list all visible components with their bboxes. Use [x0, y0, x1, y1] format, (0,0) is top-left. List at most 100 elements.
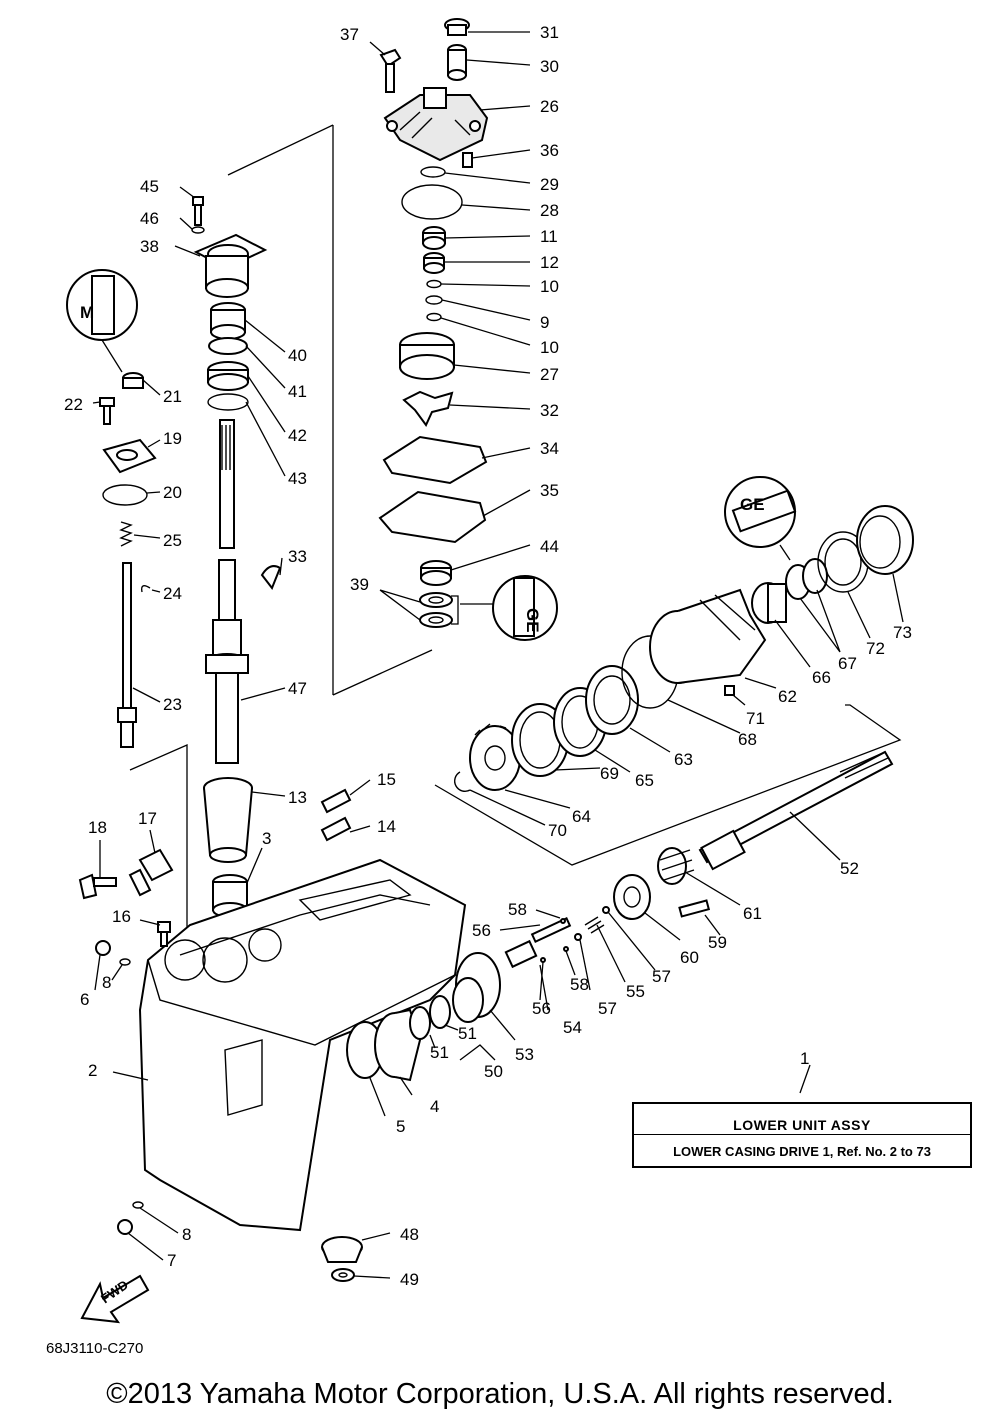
callout-65: 65	[635, 771, 654, 790]
callout-50: 50	[484, 1062, 503, 1081]
part-31-grommet	[444, 18, 470, 36]
callout-45: 45	[140, 177, 159, 196]
callout-27: 27	[540, 365, 559, 384]
assembly-info-box: LOWER UNIT ASSY LOWER CASING DRIVE 1, Re…	[632, 1102, 972, 1168]
part-47-drive-shaft	[205, 419, 249, 764]
part-8-washer	[119, 958, 131, 966]
centerline-shift	[129, 744, 188, 980]
centerline-pump	[332, 125, 433, 696]
callout-19: 19	[163, 429, 182, 448]
part-71-pin	[724, 685, 735, 696]
callout-18: 18	[88, 818, 107, 837]
callout-59: 59	[708, 933, 727, 952]
part-48-pinion	[321, 1236, 363, 1263]
oil-seal-icon-b: GE	[724, 476, 797, 561]
assembly-divider	[634, 1134, 970, 1135]
callout-37: 37	[340, 25, 359, 44]
part-55-spring	[584, 916, 605, 934]
callout-48: 48	[400, 1225, 419, 1244]
part-30-collar	[447, 44, 467, 81]
callout-34: 34	[540, 439, 559, 458]
part-60-dog-clutch	[613, 874, 651, 920]
part-37-bolt	[379, 48, 402, 93]
part-44-collar	[420, 560, 452, 586]
callout-60: 60	[680, 948, 699, 967]
callout-24: 24	[163, 584, 182, 603]
part-39-oil-seal-pair	[419, 592, 453, 628]
callout-47: 47	[288, 679, 307, 698]
callout-6: 6	[80, 990, 89, 1009]
drawing-code: 68J3110-C270	[46, 1340, 144, 1357]
callout-70: 70	[548, 821, 567, 840]
part-22-bolt	[99, 397, 115, 425]
callout-58b: 58	[570, 975, 589, 994]
leader-lines	[92, 31, 904, 1279]
oil-seal-icon: GE	[460, 575, 558, 641]
part-19-shift-rod-boot	[102, 438, 157, 474]
callout-73: 73	[893, 623, 912, 642]
callout-64: 64	[572, 807, 591, 826]
part-38-oil-seal-housing	[193, 233, 268, 298]
part-25-spring	[119, 521, 133, 547]
callout-9: 9	[540, 313, 549, 332]
assembly-description: LOWER CASING DRIVE 1, Ref. No. 2 to 73	[673, 1144, 931, 1159]
grease-icon: M	[66, 269, 138, 373]
callout-40: 40	[288, 346, 307, 365]
part-73-ring-nut	[856, 505, 914, 575]
callout-10b: 10	[540, 338, 559, 357]
part-27-insert-cartridge	[399, 332, 455, 380]
part-10-washer-b	[426, 312, 442, 322]
callout-72: 72	[866, 639, 885, 658]
part-58-ball-b	[563, 946, 569, 952]
callout-63: 63	[674, 750, 693, 769]
part-26-pump-housing	[383, 87, 489, 162]
part-49-nut	[331, 1268, 355, 1282]
part-57-ball-b	[602, 906, 610, 914]
callout-8b: 8	[182, 1225, 191, 1244]
callout-17: 17	[138, 809, 157, 828]
part-41-washer	[208, 337, 248, 355]
part-59-pin	[678, 899, 711, 918]
callout-26: 26	[540, 97, 559, 116]
callout-53: 53	[515, 1045, 534, 1064]
callout-39: 39	[350, 575, 369, 594]
part-15-shim	[320, 788, 352, 814]
callout-10: 10	[540, 277, 559, 296]
fwd-arrow-icon	[80, 1274, 150, 1324]
svg-text:GE: GE	[523, 608, 542, 633]
callout-44: 44	[540, 537, 559, 556]
part-10-washer	[426, 279, 442, 289]
callout-51: 51	[458, 1024, 477, 1043]
part-61-reverse-gear-spring	[657, 847, 695, 885]
callout-15: 15	[377, 770, 396, 789]
part-62-propeller-shaft-housing	[649, 588, 767, 696]
callout-56b: 56	[532, 999, 551, 1018]
callout-31: 31	[540, 23, 559, 42]
part-34-outer-plate	[382, 435, 488, 485]
part-63-ball-bearing	[585, 665, 639, 735]
callout-16: 16	[112, 907, 131, 926]
callout-46: 46	[140, 209, 159, 228]
part-23-shift-rod	[117, 562, 137, 748]
callout-22: 22	[64, 395, 83, 414]
part-17-plate	[128, 848, 174, 897]
part-67-oil-seals	[785, 558, 828, 600]
part-43-o-ring	[207, 393, 249, 411]
callout-57: 57	[652, 967, 671, 986]
callout-35: 35	[540, 481, 559, 500]
part-24-circlip	[140, 585, 151, 593]
callout-33: 33	[288, 547, 307, 566]
part-42-oil-seal	[207, 361, 249, 391]
callout-58: 58	[508, 900, 527, 919]
part-56-ball	[540, 957, 546, 963]
part-21-grommet	[122, 372, 144, 389]
part-40-needle-bearing	[210, 302, 246, 340]
callout-56: 56	[472, 921, 491, 940]
callout-62: 62	[778, 687, 797, 706]
callout-57b: 57	[598, 999, 617, 1018]
callout-61: 61	[743, 904, 762, 923]
part-28-o-ring	[401, 184, 463, 220]
callout-51b: 51	[430, 1043, 449, 1062]
svg-text:GE: GE	[740, 495, 765, 514]
